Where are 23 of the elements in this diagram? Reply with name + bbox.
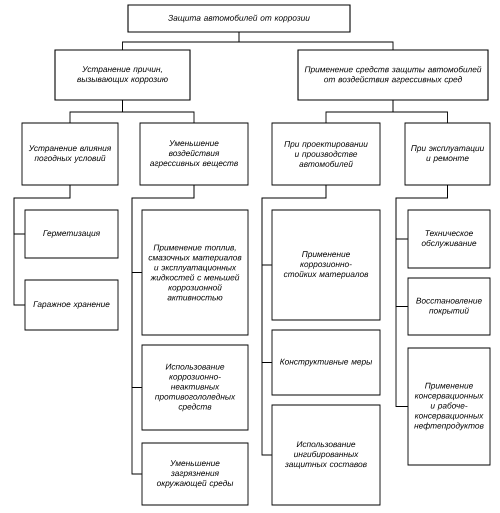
category-box: Уменьшение воздействия агрессивных веществ (140, 122, 248, 186)
category-box: При эксплуатации и ремонте (404, 122, 490, 186)
measure-box: Восстановление покрытий (408, 278, 490, 336)
category-box: При проектировании и производстве автомобилей (272, 122, 380, 186)
connector-line (238, 32, 394, 50)
measure-box: Использование ингибированных защитных составов (272, 404, 380, 506)
measure-box: Герметизация (24, 210, 118, 258)
measure-box: Применение коррозионно-стойких материалов (272, 210, 380, 320)
connector-line (392, 100, 448, 123)
category-box: Устранение причин, вызывающих коррозию (54, 49, 191, 101)
measure-box: Конструктивные меры (272, 330, 380, 396)
connector-line (14, 185, 70, 306)
measure-box: Уменьшение загрязнения окружающей среды (142, 442, 248, 506)
category-box: Устранение влияния погодных условий (22, 122, 118, 186)
measure-box: Использование коррозионно-неактивных противогололедных средств (142, 344, 248, 430)
measure-box: Техническое обслуживание (408, 210, 490, 268)
measure-box: Применение консервационных и рабоче-консервационных нефтепродуктов (408, 348, 490, 466)
measure-box: Гаражное хранение (24, 280, 118, 330)
category-box: Применение средств защиты автомобилей от воздействия агрессивных сред (297, 49, 489, 101)
measure-box: Применение топлив, смазочных материалов и эксплуатационных жидкостей с меньшей коррозионной активностью (142, 210, 248, 336)
title-box: Защита автомобилей от коррозии (127, 4, 351, 33)
connector-line (122, 100, 194, 123)
connector-line (396, 185, 448, 407)
